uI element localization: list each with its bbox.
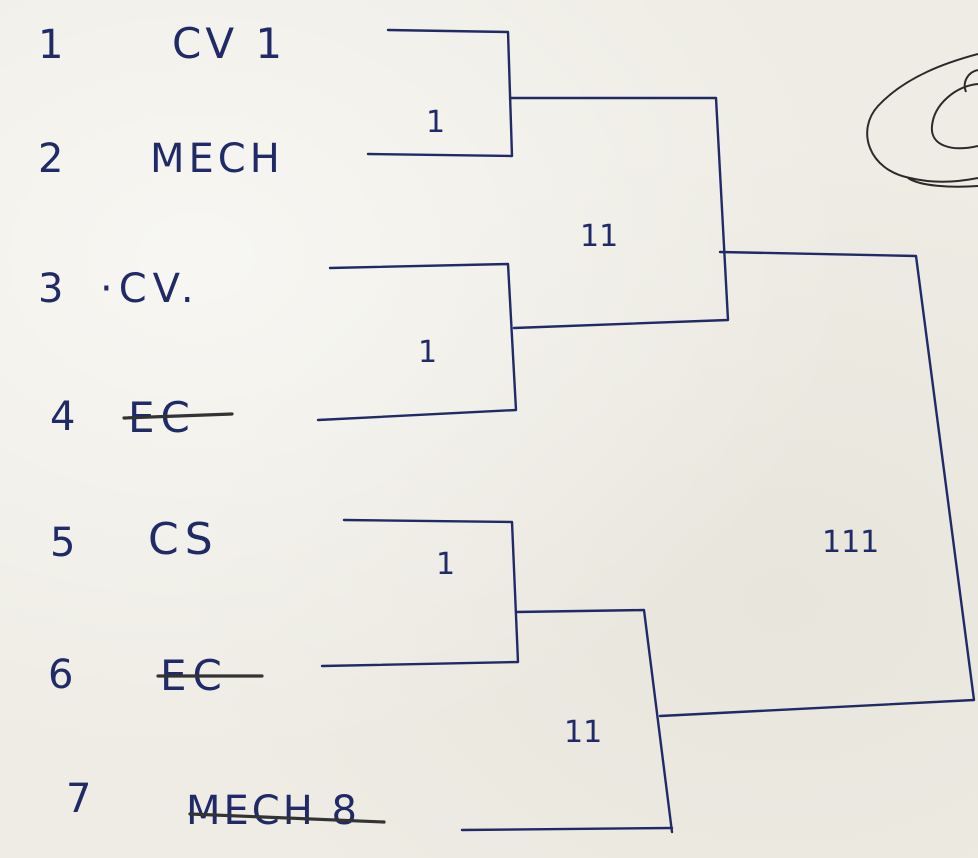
corner-doodle bbox=[866, 53, 978, 188]
team-name-1: CV 1 bbox=[172, 19, 286, 68]
seed-number-6: 6 bbox=[48, 652, 73, 698]
seed-number-3: 3 bbox=[38, 266, 63, 312]
team-name-2: MECH bbox=[150, 136, 284, 182]
strike-through-ec-4 bbox=[122, 412, 234, 420]
seed-number-2: 2 bbox=[38, 136, 63, 182]
round-mark-r1-b: 1 bbox=[418, 335, 437, 370]
bracket-line-bye-7 bbox=[460, 826, 674, 832]
seed-number-4: 4 bbox=[50, 394, 75, 440]
seed-number-7: 7 bbox=[66, 776, 91, 822]
round-mark-r1-c: 1 bbox=[436, 547, 455, 582]
round-mark-r2-b: 11 bbox=[564, 715, 602, 750]
seed-number-5: 5 bbox=[50, 520, 75, 566]
team-name-3: ·CV. bbox=[100, 266, 200, 312]
bracket-line-match-1 bbox=[366, 28, 514, 158]
bracket-line-match-2 bbox=[316, 262, 518, 422]
round-mark-r3: 111 bbox=[822, 525, 879, 560]
seed-number-1: 1 bbox=[38, 22, 63, 68]
bracket-line-match-3 bbox=[320, 518, 520, 668]
strike-through-mech-7 bbox=[188, 812, 386, 824]
team-name-5: CS bbox=[148, 514, 219, 565]
bracket-line-semifinal-2 bbox=[514, 608, 674, 834]
round-mark-r2-a: 11 bbox=[580, 219, 618, 254]
bracket-line-semifinal-1 bbox=[508, 96, 730, 330]
round-mark-r1-a: 1 bbox=[426, 105, 445, 140]
team-name-7: MECH 8 bbox=[186, 788, 360, 834]
bracket-line-final bbox=[658, 250, 976, 718]
